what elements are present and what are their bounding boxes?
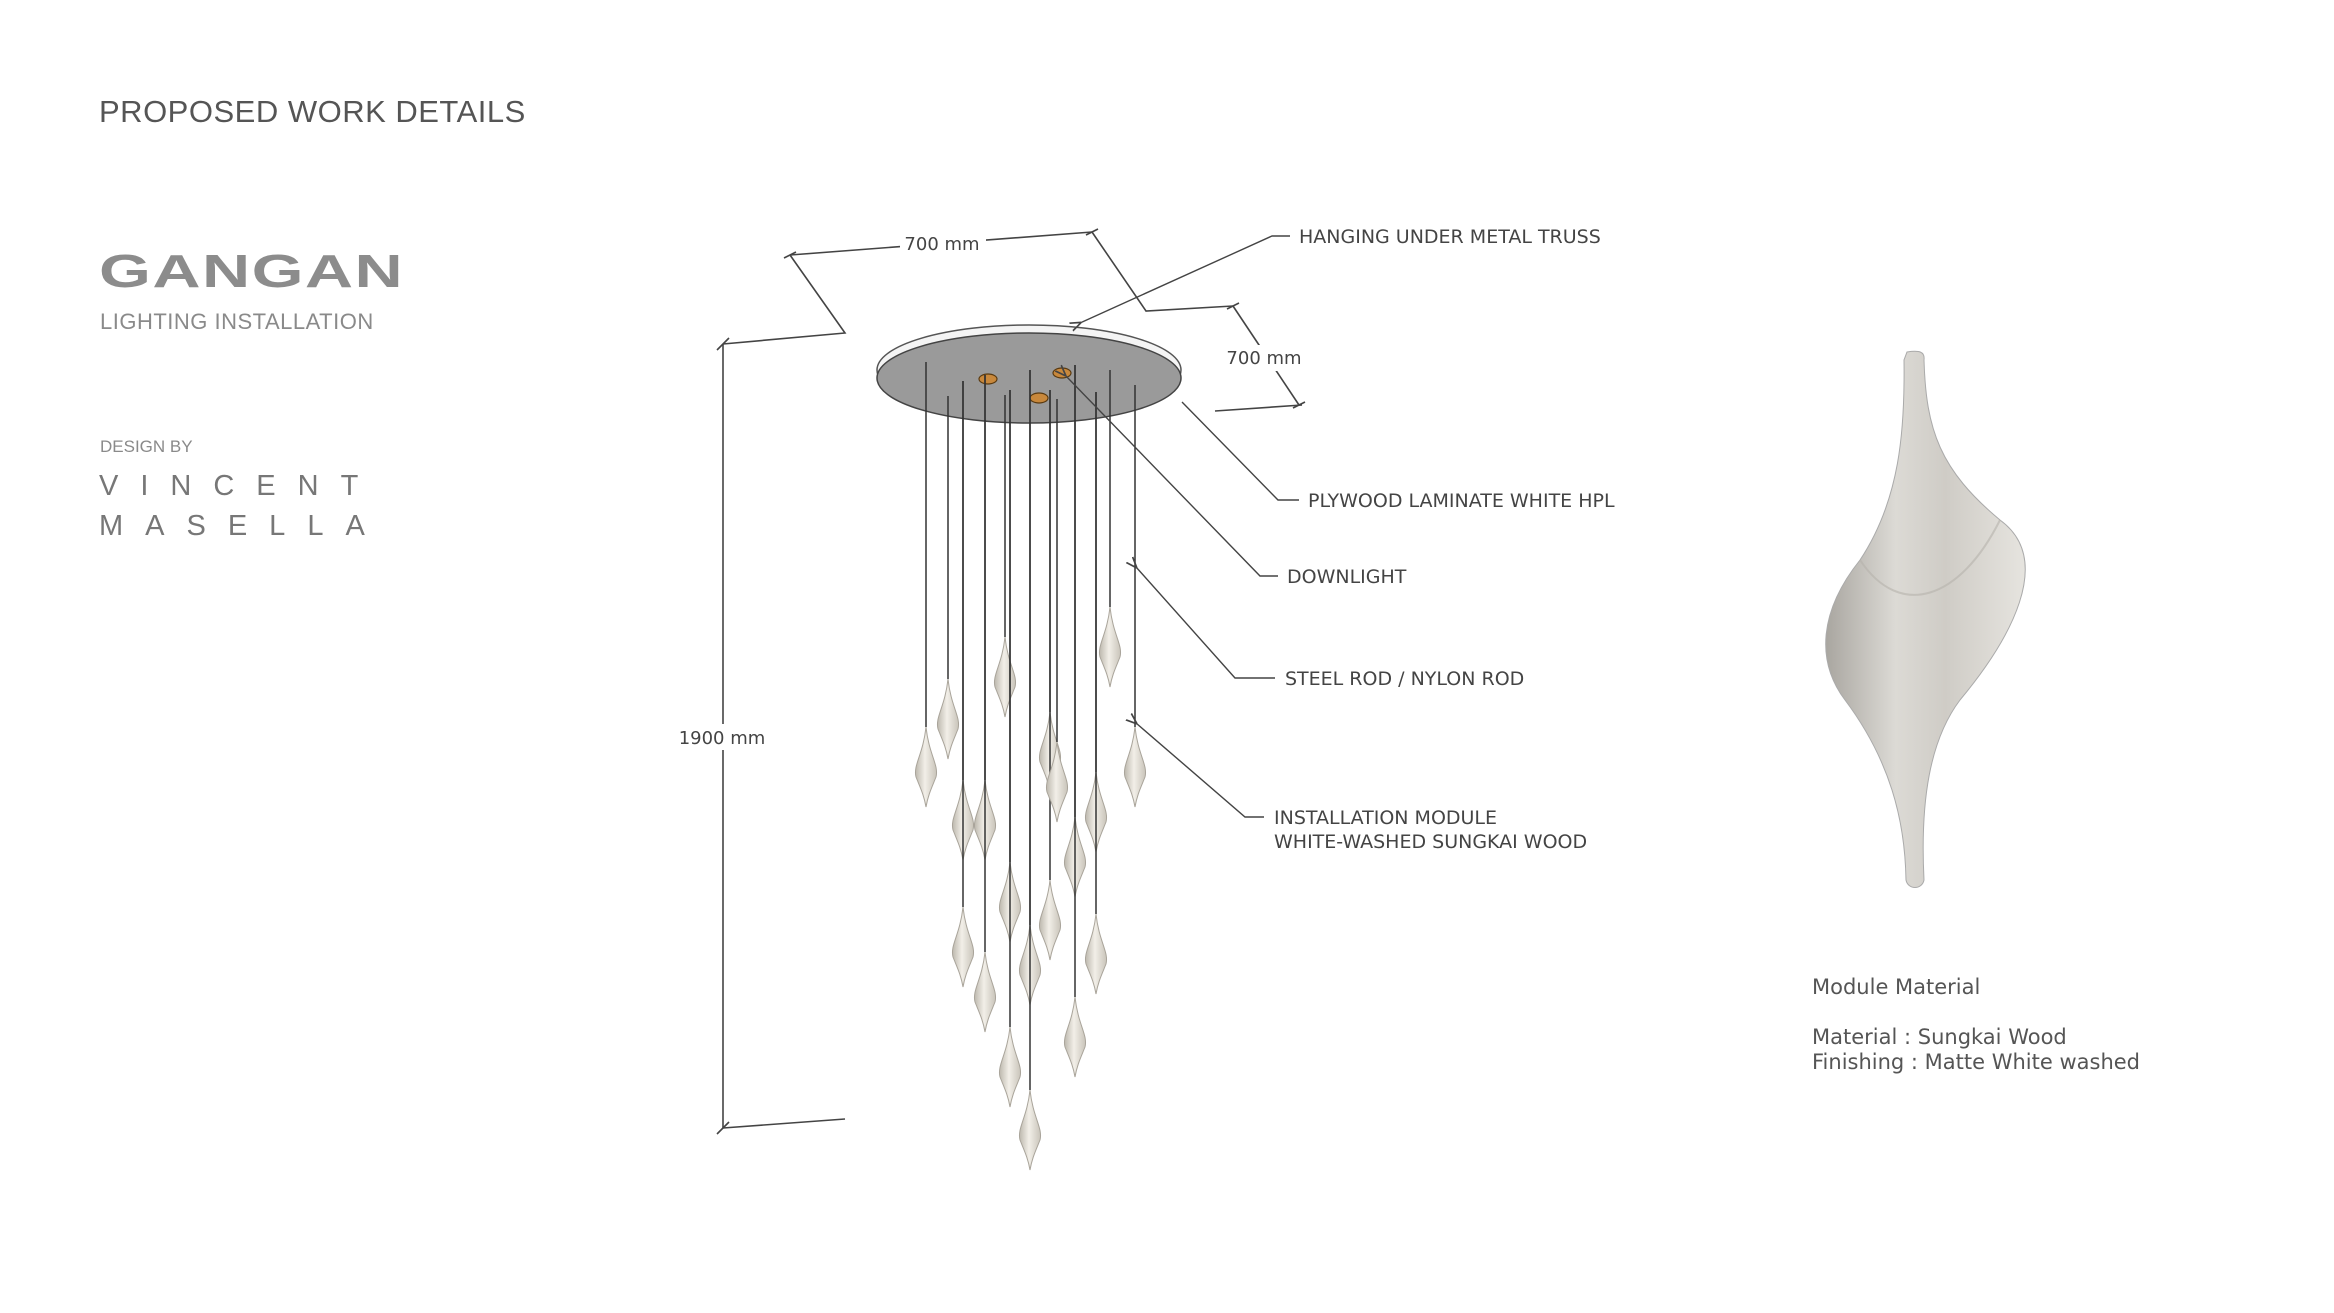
- callout-plywood: PLYWOOD LAMINATE WHITE HPL: [1308, 490, 1615, 512]
- pendant-module: [973, 951, 997, 1033]
- pendant-module: [998, 1026, 1022, 1108]
- height-dimension: 1900 mm: [679, 728, 766, 749]
- callout-module: INSTALLATION MODULE: [1274, 807, 1497, 829]
- pendant-module: [1038, 879, 1062, 961]
- page-title: PROPOSED WORK DETAILS: [99, 94, 526, 129]
- callout-module-material: WHITE-WASHED SUNGKAI WOOD: [1274, 831, 1587, 853]
- pendant-module: [1084, 913, 1108, 995]
- designer-first-name: VINCENT: [99, 470, 381, 502]
- module-heading: Module Material: [1812, 975, 1981, 999]
- pendant-modules: [914, 362, 1147, 1171]
- module-finishing: Finishing : Matte White washed: [1812, 1050, 2141, 1074]
- pendant-module: [1063, 996, 1087, 1078]
- pendant-module: [993, 636, 1017, 718]
- pendant-module: [914, 726, 938, 808]
- pendant-module: [1098, 606, 1122, 688]
- callout-hanging: HANGING UNDER METAL TRUSS: [1299, 226, 1601, 248]
- ceiling-plate: [876, 324, 1182, 424]
- module-material: Material : Sungkai Wood: [1812, 1025, 2067, 1049]
- callout-downlight: DOWNLIGHT: [1287, 566, 1407, 588]
- designer-last-name: MASELLA: [99, 510, 387, 542]
- dimension-lines: [716, 228, 1306, 1135]
- project-subtitle: LIGHTING INSTALLATION: [100, 309, 374, 334]
- design-by-label: DESIGN BY: [100, 437, 193, 456]
- project-logo-name: GANGAN: [99, 245, 405, 297]
- depth-dimension: 700 mm: [1226, 348, 1301, 369]
- pendant-module: [1045, 741, 1069, 823]
- pendant-module: [1018, 1089, 1042, 1171]
- callout-leaders: [1065, 235, 1299, 818]
- pendant-module: [1123, 726, 1147, 808]
- width-dimension: 700 mm: [904, 234, 979, 255]
- callout-rod: STEEL ROD / NYLON ROD: [1285, 668, 1524, 690]
- pendant-module: [951, 906, 975, 988]
- pendant-module: [936, 678, 960, 760]
- module-render: [1825, 350, 2026, 888]
